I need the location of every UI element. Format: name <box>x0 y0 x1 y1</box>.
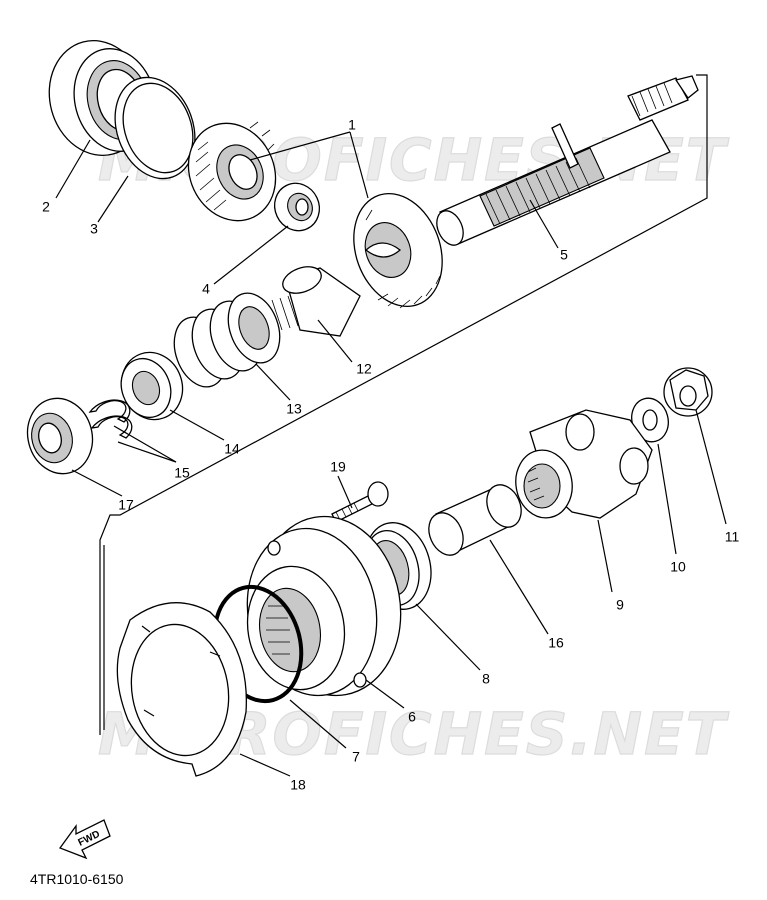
callout-9: 9 <box>616 597 624 613</box>
callout-19: 19 <box>330 459 346 475</box>
callout-15: 15 <box>174 465 190 481</box>
callout-1: 1 <box>348 117 356 133</box>
callout-16: 16 <box>548 635 564 651</box>
sleeve-part-16 <box>428 484 522 556</box>
leader-lines <box>55 131 727 777</box>
collar-part-14 <box>120 351 184 421</box>
shim-ring-part-3 <box>114 76 196 180</box>
coupling-part-12 <box>271 266 361 337</box>
callout-4: 4 <box>202 281 210 297</box>
callout-5: 5 <box>560 247 568 263</box>
callout-12: 12 <box>356 361 372 377</box>
callout-8: 8 <box>482 671 490 687</box>
callout-3: 3 <box>90 221 98 237</box>
assembly-frame-lines <box>99 74 708 735</box>
callout-10: 10 <box>670 559 686 575</box>
callout-13: 13 <box>286 401 302 417</box>
circlips-part-15 <box>88 399 133 439</box>
spring-part-13 <box>173 292 281 388</box>
catalog-code: 4TR1010-6150 <box>30 871 124 887</box>
callout-17: 17 <box>118 497 134 513</box>
yoke-part-9 <box>515 409 653 519</box>
callout-18: 18 <box>290 777 306 793</box>
fwd-arrow-icon: FWD <box>58 819 111 860</box>
shaft-part-5 <box>436 75 699 246</box>
washer-part-10 <box>631 397 669 443</box>
bolt-part-19 <box>331 481 389 523</box>
callout-labels: 1 2 3 4 5 6 7 8 9 10 11 12 13 14 15 17 1… <box>42 117 739 793</box>
callout-7: 7 <box>352 749 360 765</box>
flange-nut-part-11 <box>663 367 713 417</box>
callout-2: 2 <box>42 199 50 215</box>
bearing-part-17 <box>26 397 94 475</box>
bevel-gear-part-1-right <box>353 192 443 309</box>
callout-14: 14 <box>224 441 240 457</box>
nut-part-4 <box>273 182 321 232</box>
callout-6: 6 <box>408 709 416 725</box>
bevel-gear-part-1-left <box>187 121 277 222</box>
callout-11: 11 <box>725 529 740 545</box>
gasket-part-18 <box>116 602 248 777</box>
